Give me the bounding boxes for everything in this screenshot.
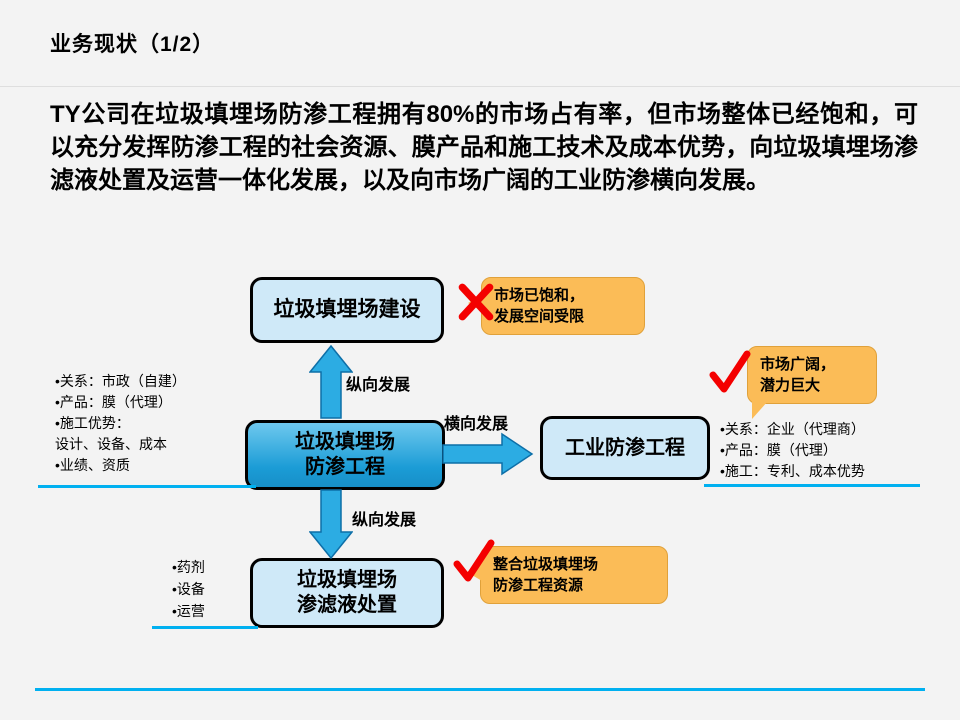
check-mark-icon bbox=[707, 349, 753, 402]
callout-broad-line2: 潜力巨大 bbox=[760, 377, 821, 394]
node-core-label-line2: 防渗工程 bbox=[305, 456, 385, 478]
node-anti-seepage-core: 垃圾填埋场 防渗工程 bbox=[245, 420, 445, 490]
up-arrow-label: 纵向发展 bbox=[346, 377, 411, 394]
up-arrow-icon bbox=[308, 344, 354, 424]
footer-accent-line bbox=[35, 688, 925, 691]
header-divider bbox=[0, 86, 960, 87]
list-item: •药剂 bbox=[172, 559, 205, 575]
list-item: •运营 bbox=[172, 603, 205, 619]
down-arrow-label: 纵向发展 bbox=[352, 512, 417, 529]
callout-integrate-resources: 整合垃圾填埋场 防渗工程资源 bbox=[467, 546, 668, 604]
node-industrial-label: 工业防渗工程 bbox=[565, 436, 685, 459]
intro-paragraph: TY公司在垃圾填埋场防渗工程拥有80%的市场占有率，但市场整体已经饱和，可以充分… bbox=[50, 101, 918, 195]
callout-broad-line1: 市场广阔， bbox=[760, 356, 836, 373]
list-item: •施工优势： bbox=[55, 415, 130, 431]
callout-market-saturated: 市场已饱和， 发展空间受限 bbox=[468, 277, 645, 335]
node-industrial-anti-seepage: 工业防渗工程 bbox=[540, 416, 710, 480]
list-item: •业绩、资质 bbox=[55, 457, 130, 473]
right-arrow-icon bbox=[442, 432, 534, 481]
list-item: •设备 bbox=[172, 581, 205, 597]
left-underline bbox=[38, 485, 256, 488]
page-title: 业务现状（1/2） bbox=[50, 33, 215, 56]
callout-integrate-line1: 整合垃圾填埋场 bbox=[493, 556, 599, 573]
callout-saturated-line2: 发展空间受限 bbox=[494, 308, 585, 325]
node-landfill-construction-label: 垃圾填埋场建设 bbox=[273, 297, 421, 321]
callout-integrate-line2: 防渗工程资源 bbox=[493, 577, 584, 594]
leachate-bullet-list: •药剂 •设备 •运营 bbox=[172, 556, 205, 622]
industrial-bullet-list: •关系：企业（代理商） •产品：膜（代理） •施工：专利、成本优势 bbox=[720, 419, 865, 482]
down-arrow-icon bbox=[308, 489, 354, 564]
node-landfill-construction: 垃圾填埋场建设 bbox=[250, 277, 444, 343]
node-leachate-label-line1: 垃圾填埋场 bbox=[297, 569, 397, 591]
callout-broad-market: 市场广阔， 潜力巨大 bbox=[747, 346, 877, 419]
callout-tail bbox=[752, 401, 768, 419]
node-leachate-label-line2: 渗滤液处置 bbox=[297, 594, 397, 616]
list-item: •产品：膜（代理） bbox=[55, 394, 172, 410]
node-core-label-line1: 垃圾填埋场 bbox=[295, 431, 395, 453]
check-mark-icon bbox=[451, 538, 497, 591]
list-item: •施工：专利、成本优势 bbox=[720, 463, 865, 479]
right-arrow-label: 横向发展 bbox=[444, 416, 509, 433]
node-leachate-treatment: 垃圾填埋场 渗滤液处置 bbox=[250, 558, 444, 628]
callout-saturated-line1: 市场已饱和， bbox=[494, 287, 585, 304]
core-left-bullet-list: •关系：市政（自建） •产品：膜（代理） •施工优势： 设计、设备、成本 •业绩… bbox=[55, 371, 186, 476]
list-item: •产品：膜（代理） bbox=[720, 442, 837, 458]
leachate-underline bbox=[152, 626, 258, 629]
list-item: 设计、设备、成本 bbox=[55, 436, 167, 452]
list-item: •关系：企业（代理商） bbox=[720, 421, 865, 437]
right-underline bbox=[704, 484, 920, 487]
list-item: •关系：市政（自建） bbox=[55, 373, 186, 389]
x-mark-icon bbox=[455, 281, 497, 328]
